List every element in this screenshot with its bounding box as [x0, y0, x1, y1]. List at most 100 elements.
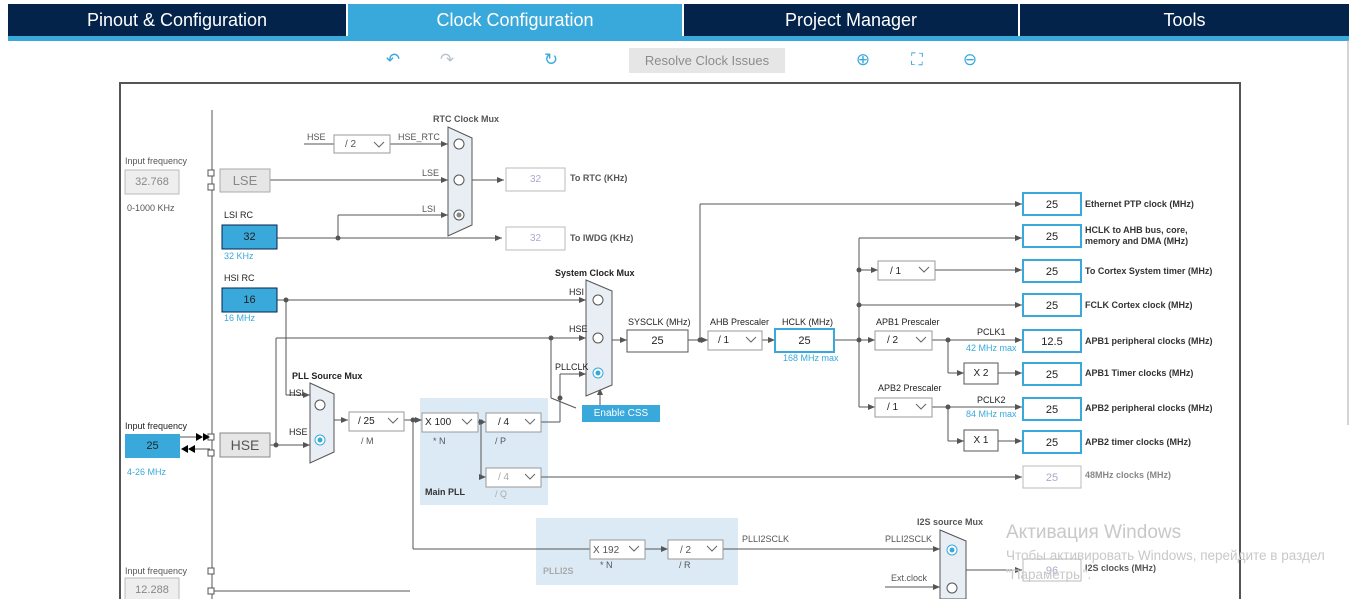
- apb2-peripheral-label: APB2 peripheral clocks (MHz): [1085, 403, 1213, 413]
- ethernet-ptp-label: Ethernet PTP clock (MHz): [1085, 199, 1194, 209]
- iwdg-output-label: To IWDG (KHz): [570, 233, 634, 243]
- tab-pinout[interactable]: Pinout & Configuration: [8, 4, 346, 36]
- pll-p-label: / P: [495, 436, 507, 446]
- hclk-ahb-label: HCLK to AHB bus, core, memory and DMA (M…: [1085, 225, 1189, 246]
- pll-m-dropdown[interactable]: / 25: [358, 416, 375, 427]
- windows-activation-title: Активация Windows: [1006, 522, 1182, 543]
- pll-p-dropdown[interactable]: / 4: [498, 417, 510, 428]
- clk48-label: 48MHz clocks (MHz): [1085, 470, 1172, 480]
- zoom-in-icon[interactable]: ⊕: [855, 50, 871, 69]
- sys-hse-label: HSE: [569, 324, 588, 334]
- i2s-input-label: Input frequency: [125, 566, 188, 576]
- rtc-lsi-label: LSI: [422, 204, 436, 214]
- pll-n-dropdown[interactable]: X 100: [425, 417, 452, 428]
- undo-icon[interactable]: ↶: [385, 50, 401, 69]
- tab-project-manager[interactable]: Project Manager: [684, 4, 1018, 36]
- i2s-input-field[interactable]: 12.288: [135, 584, 169, 596]
- sysclk-value: 25: [651, 335, 664, 347]
- hse-rtc-label: HSE_RTC: [398, 132, 440, 142]
- plli2s-r-dropdown[interactable]: / 2: [680, 545, 692, 556]
- fit-screen-icon[interactable]: ⛶: [911, 50, 923, 69]
- i2s-clock-label: I2S clocks (MHz): [1085, 563, 1157, 573]
- main-pll-label: Main PLL: [425, 487, 465, 497]
- ext-clock-label: Ext.clock: [891, 573, 928, 583]
- apb2-peripheral-value[interactable]: 25: [1045, 404, 1059, 416]
- apb1-timer-multiplier: X 2: [973, 368, 989, 379]
- pll-m-label: / M: [361, 436, 374, 446]
- iwdg-value: 32: [529, 233, 542, 244]
- hclk-ahb-value[interactable]: 25: [1045, 231, 1059, 243]
- plli2s-n-dropdown[interactable]: X 192: [593, 545, 620, 556]
- cortex-timer-dropdown[interactable]: / 1: [890, 266, 902, 277]
- enable-css-button[interactable]: Enable CSS: [593, 408, 649, 419]
- clk48-value[interactable]: 25: [1045, 472, 1059, 484]
- hse-input-field[interactable]: 25: [146, 440, 159, 452]
- lse-input-label: Input frequency: [125, 156, 188, 166]
- lse-input-field[interactable]: 32.768: [135, 176, 169, 188]
- cortex-timer-value[interactable]: 25: [1045, 266, 1059, 278]
- apb1-timer-label: APB1 Timer clocks (MHz): [1085, 368, 1194, 378]
- ahb-prescaler-dropdown[interactable]: / 1: [718, 335, 730, 346]
- sys-hsi-label: HSI: [569, 287, 585, 297]
- hse-input-label: Input frequency: [125, 421, 188, 431]
- pll-q-label: / Q: [495, 489, 508, 499]
- zoom-out-icon[interactable]: ⊖: [962, 50, 978, 69]
- tab-tools[interactable]: Tools: [1020, 4, 1349, 36]
- pll-source-mux-title: PLL Source Mux: [292, 371, 363, 381]
- rtc-output-label: To RTC (KHz): [570, 173, 628, 183]
- i2s-mux-plli2sclk-label: PLLI2SCLK: [885, 534, 933, 544]
- ahb-prescaler-label: AHB Prescaler: [710, 317, 770, 327]
- tab-underline: [8, 36, 1349, 41]
- pclk1-label: PCLK1: [977, 327, 1006, 337]
- fclk-value[interactable]: 25: [1045, 300, 1059, 312]
- apb1-peripheral-label: APB1 peripheral clocks (MHz): [1085, 336, 1213, 346]
- plli2sclk-label: PLLI2SCLK: [742, 534, 790, 544]
- rtc-div-dropdown[interactable]: / 2: [345, 139, 357, 150]
- plli2s-n-label: * N: [600, 560, 613, 570]
- apb1-prescaler-dropdown[interactable]: / 2: [887, 335, 899, 346]
- apb2-prescaler-label: APB2 Prescaler: [878, 383, 942, 393]
- rtc-hse-label: HSE: [307, 132, 326, 142]
- i2s-source-mux: [939, 529, 967, 599]
- i2s-clock-value[interactable]: 96: [1045, 565, 1059, 577]
- lse-range: 0-1000 KHz: [127, 203, 175, 213]
- hclk-label: HCLK (MHz): [782, 317, 833, 327]
- apb2-timer-value[interactable]: 25: [1045, 437, 1059, 449]
- refresh-icon[interactable]: ↻: [543, 50, 559, 69]
- hse-range: 4-26 MHz: [127, 467, 167, 477]
- apb1-timer-value[interactable]: 25: [1045, 369, 1059, 381]
- redo-icon[interactable]: ↷: [439, 50, 455, 69]
- tab-clock-configuration[interactable]: Clock Configuration: [348, 4, 682, 36]
- i2s-mux-title: I2S source Mux: [917, 517, 984, 527]
- pll-q-dropdown[interactable]: / 4: [498, 472, 510, 483]
- system-clock-mux-title: System Clock Mux: [555, 268, 635, 278]
- lsi-value[interactable]: 32: [243, 231, 256, 243]
- pclk1-max: 42 MHz max: [966, 343, 1017, 353]
- plli2s-label: PLLI2S: [543, 566, 574, 576]
- rtc-lse-label: LSE: [422, 168, 440, 178]
- hse-block[interactable]: HSE: [230, 437, 260, 453]
- apb2-prescaler-dropdown[interactable]: / 1: [887, 402, 899, 413]
- plli2s-r-label: / R: [679, 560, 691, 570]
- sysclk-label: SYSCLK (MHz): [628, 317, 691, 327]
- apb1-peripheral-value[interactable]: 12.5: [1041, 336, 1063, 348]
- pll-n-label: * N: [433, 436, 446, 446]
- lsi-rc-label: LSI RC: [224, 210, 254, 220]
- hclk-max: 168 MHz max: [783, 353, 839, 363]
- pll-hse-label: HSE: [289, 427, 308, 437]
- resolve-clock-issues-button[interactable]: Resolve Clock Issues: [629, 48, 785, 73]
- hsi-unit: 16 MHz: [224, 313, 256, 323]
- ethernet-ptp-value[interactable]: 25: [1045, 199, 1059, 211]
- apb2-timer-multiplier: X 1: [973, 435, 989, 446]
- cortex-timer-label: To Cortex System timer (MHz): [1085, 266, 1213, 276]
- hsi-value[interactable]: 16: [243, 294, 256, 306]
- windows-activation-text: Чтобы активировать Windows, перейдите в …: [1006, 548, 1325, 582]
- sys-pllclk-label: PLLCLK: [555, 362, 589, 372]
- lsi-unit: 32 KHz: [224, 251, 254, 261]
- main-tabs: Pinout & Configuration Clock Configurati…: [8, 4, 1349, 36]
- pclk2-label: PCLK2: [977, 395, 1006, 405]
- hclk-input[interactable]: 25: [798, 335, 811, 347]
- lse-block[interactable]: LSE: [232, 173, 258, 188]
- apb2-timer-label: APB2 timer clocks (MHz): [1085, 437, 1192, 447]
